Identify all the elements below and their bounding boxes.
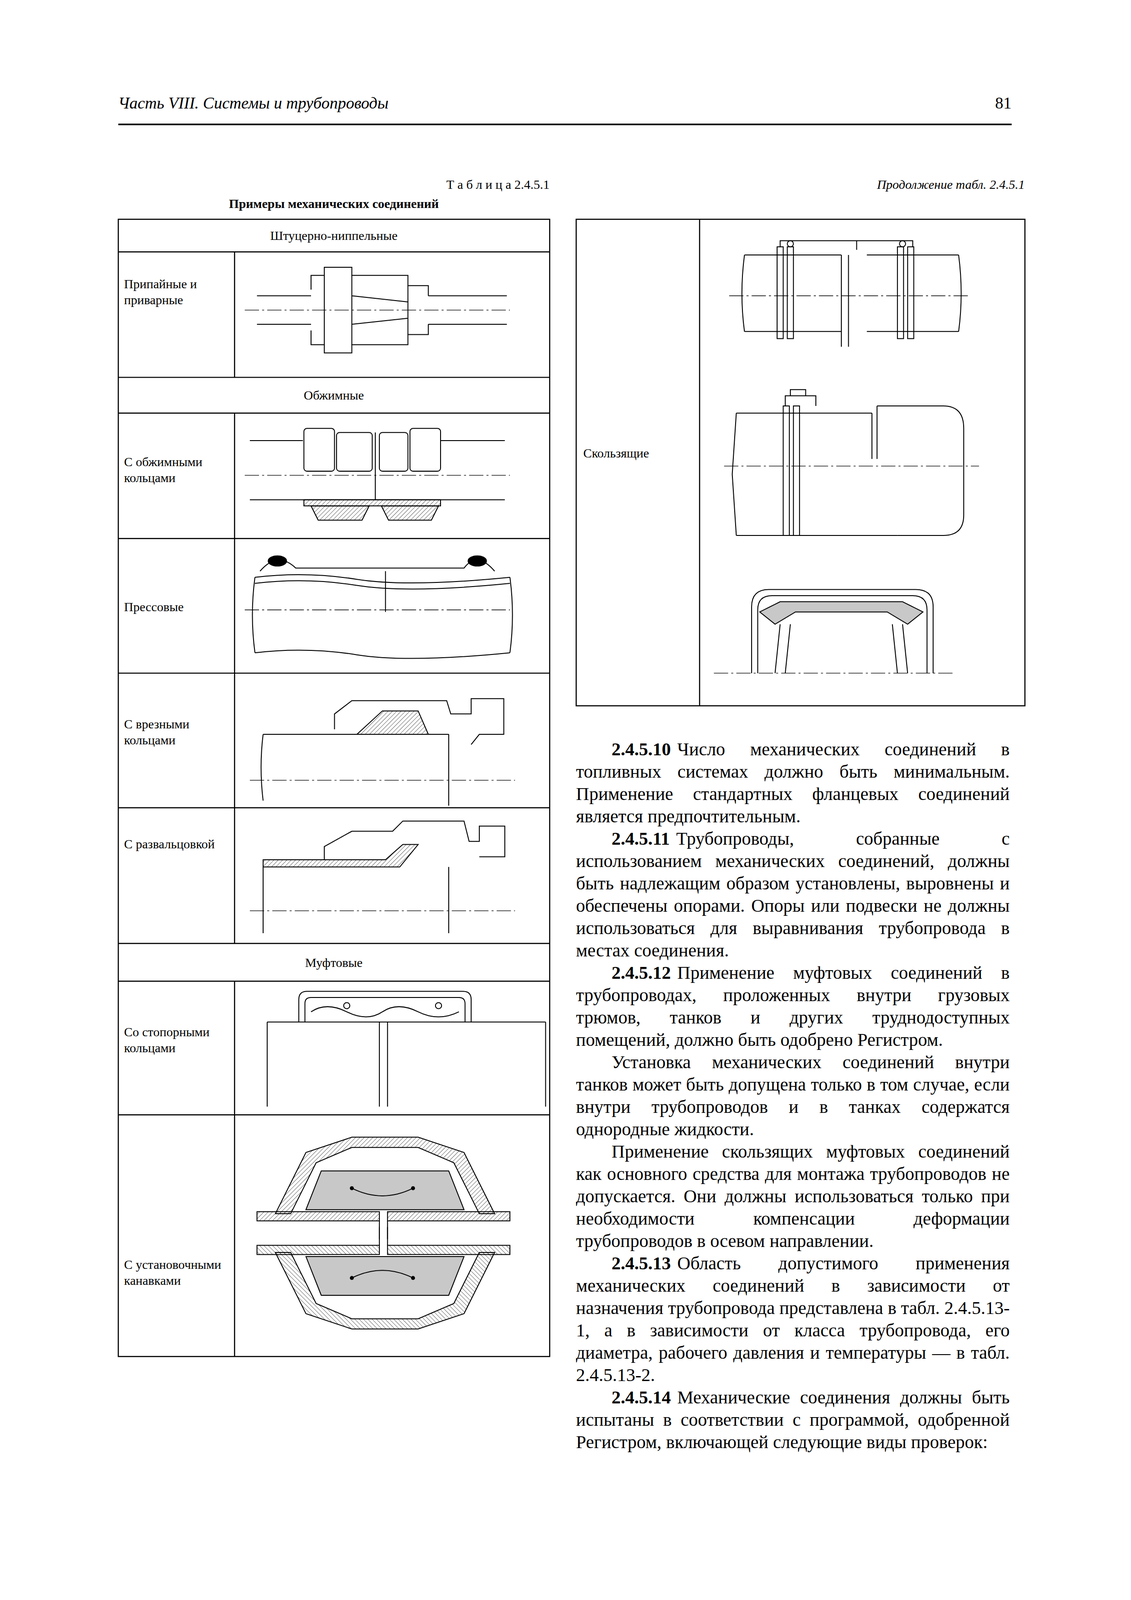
paragraph: 2.4.5.13Область допустимого применения м… xyxy=(575,1251,1010,1386)
clause-text: Применение скользящих муфтовых соединени… xyxy=(575,1141,1010,1251)
paragraph: 2.4.5.10Число механических соединений в … xyxy=(575,737,1010,828)
table-caption: Т а б л и ц а 2.4.5.1 xyxy=(255,176,550,193)
table-title: Примеры механических соединений xyxy=(118,195,550,212)
table-continuation: Продолжение табл. 2.4.5.1 xyxy=(684,176,1025,193)
clause-text: Установка механических соединений внутри… xyxy=(575,1051,1010,1140)
retaining-ring-drawing xyxy=(267,991,546,1107)
slip-joint-drawing xyxy=(724,389,980,536)
body-text: 2.4.5.10Число механических соединений в … xyxy=(575,737,1010,1453)
row-label: Скользящие xyxy=(583,445,696,462)
row-label: С развальцовкой xyxy=(124,835,232,852)
row-label: Припайные и приварные xyxy=(124,275,232,308)
clause-number: 2.4.5.10 xyxy=(611,738,671,760)
paragraph: Установка механических соединений внутри… xyxy=(575,1050,1010,1141)
paragraph: 2.4.5.11Трубопроводы, собранные с исполь… xyxy=(575,827,1010,962)
union-fitting-drawing xyxy=(244,267,510,353)
row-label: Прессовые xyxy=(124,598,232,615)
running-header: Часть VIII. Системы и трубопроводы xyxy=(118,93,666,114)
row-label: С врезными кольцами xyxy=(124,715,232,748)
grooved-drawing xyxy=(257,1136,511,1329)
group-header: Штуцерно-ниппельные xyxy=(118,227,550,244)
row-label: Со стопорными кольцами xyxy=(124,1023,232,1056)
flared-drawing xyxy=(249,820,515,934)
clause-number: 2.4.5.13 xyxy=(611,1252,671,1274)
paragraph: 2.4.5.14Механические соединения должны б… xyxy=(575,1385,1010,1453)
row-label: С обжимными кольцами xyxy=(124,453,232,486)
clause-number: 2.4.5.14 xyxy=(611,1386,671,1408)
table-grid xyxy=(118,219,1025,1357)
compression-ring-drawing xyxy=(244,428,510,520)
page-number: 81 xyxy=(866,93,1012,114)
paragraph: Применение скользящих муфтовых соединени… xyxy=(575,1140,1010,1252)
row-label: С установочными канавками xyxy=(124,1256,232,1289)
bite-ring-drawing xyxy=(249,698,515,806)
press-fitting-drawing xyxy=(244,555,513,659)
slip-joint-drawing xyxy=(713,589,954,674)
group-header: Обжимные xyxy=(118,387,550,404)
paragraph: 2.4.5.12Применение муфтовых соединений в… xyxy=(575,961,1010,1051)
clause-number: 2.4.5.12 xyxy=(611,962,671,983)
clause-number: 2.4.5.11 xyxy=(611,828,670,849)
drawing xyxy=(118,124,1025,1357)
header-rule xyxy=(118,123,1012,126)
slip-joint-drawing xyxy=(729,240,970,348)
group-header: Муфтовые xyxy=(118,954,550,971)
